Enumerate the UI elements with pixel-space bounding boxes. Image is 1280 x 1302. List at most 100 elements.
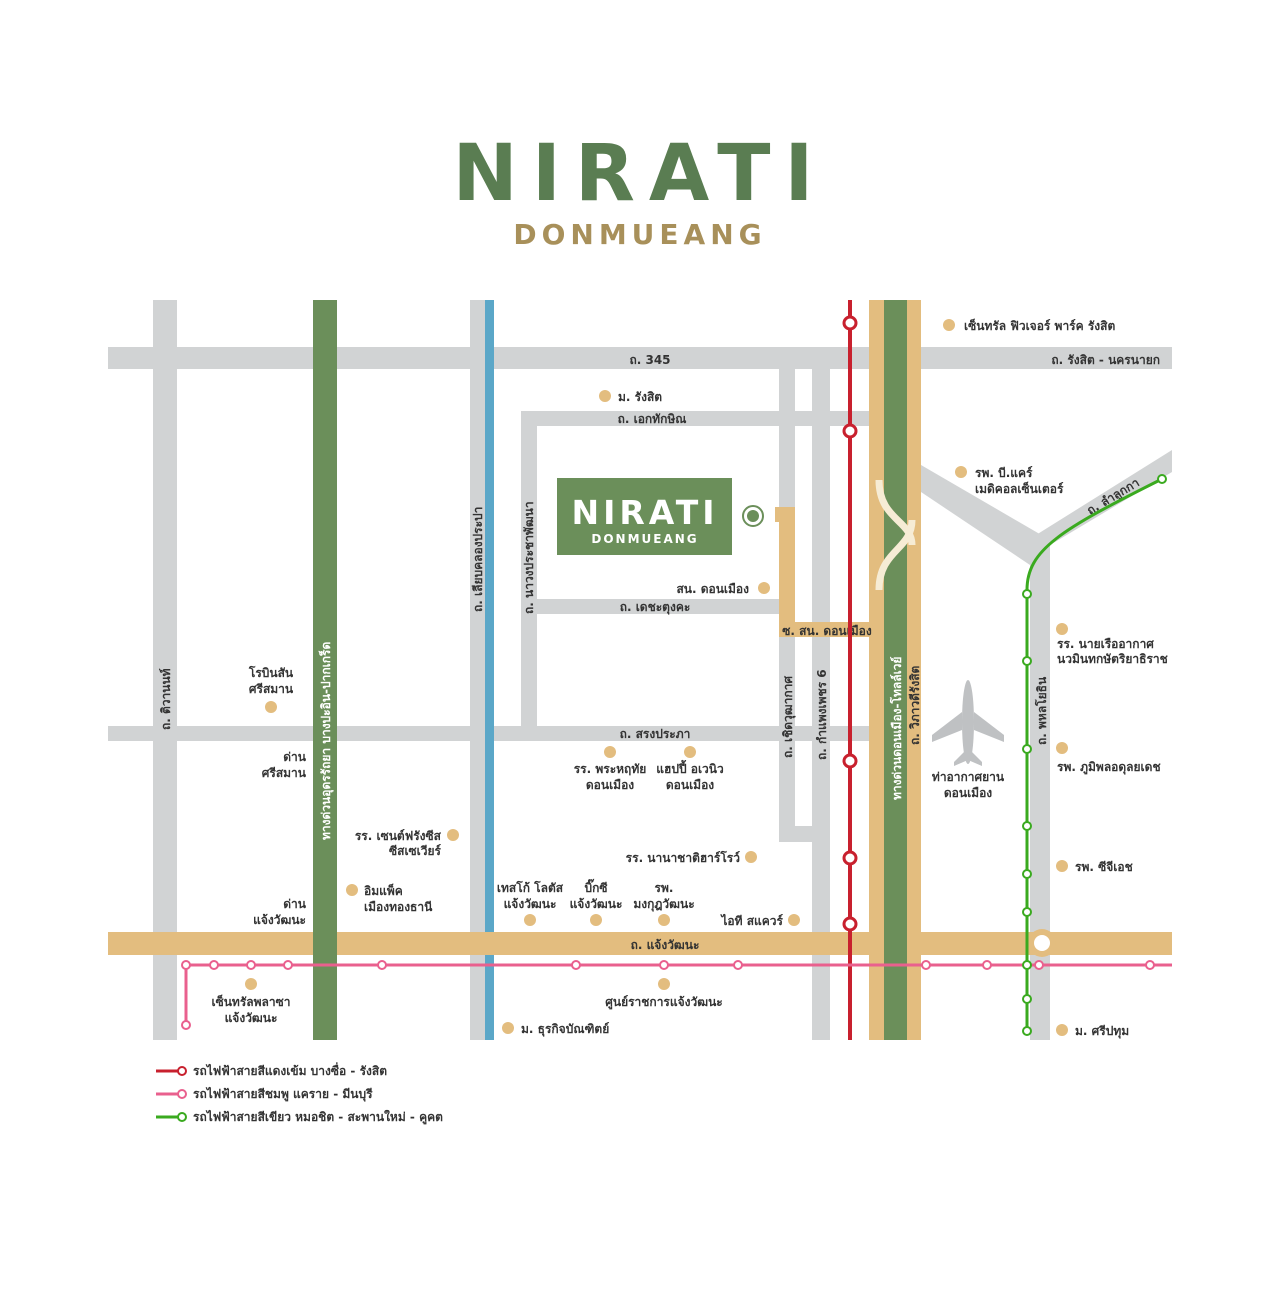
poi-bcare: รพ. บี.แคร์ [975, 466, 1033, 480]
svg-text:นวมินทกษัตริยาธิราช: นวมินทกษัตริยาธิราช [1057, 652, 1168, 666]
brand-subtitle: DONMUEANG [513, 218, 766, 251]
road-tiwanon [153, 300, 177, 1040]
poi-central-future-park: เซ็นทรัล ฟิวเจอร์ พาร์ค รังสิต [964, 318, 1115, 333]
svg-text:ศรีสมาน: ศรีสมาน [249, 682, 294, 696]
station-icon [246, 960, 256, 970]
poi-mongkut: รพ. [655, 881, 674, 895]
project-marker: NIRATI DONMUEANG [557, 478, 764, 555]
poi-bhumibol: รพ. ภูมิพลอดุลยเดช [1057, 760, 1161, 775]
station-icon [733, 960, 743, 970]
poi-dan-srisaman: ด่าน [283, 750, 307, 764]
svg-text:รถไฟฟ้าสายสีแดงเข้ม บางซื่อ -: รถไฟฟ้าสายสีแดงเข้ม บางซื่อ - รังสิต [193, 1062, 387, 1078]
station-icon [1022, 994, 1032, 1004]
svg-text:ซีสเซเวียร์: ซีสเซเวียร์ [389, 844, 442, 858]
poi-sgh: รพ. ซีจีเอช [1075, 860, 1133, 874]
legend-item-green: รถไฟฟ้าสายสีเขียว หมอชิต - สะพานใหม่ - ค… [156, 1109, 443, 1125]
label-tiwanon: ถ. ติวานนท์ [159, 668, 173, 730]
label-soi-sn: ซ. สน. ดอนเมือง [782, 624, 872, 638]
red-line [842, 300, 858, 1040]
road-diagonal-left [921, 465, 1050, 565]
label-udonrathaya: ทางด่วนอุดรรัถยา บางปะอิน-ปากเกร็ด [318, 642, 334, 840]
label-vibhavadi: ถ. วิภาวดีรังสิต [908, 665, 922, 745]
svg-text:รถไฟฟ้าสายสีชมพู แคราย - มีนบุ: รถไฟฟ้าสายสีชมพู แคราย - มีนบุรี [193, 1086, 373, 1102]
label-345: ถ. 345 [629, 353, 670, 367]
svg-text:ศรีสมาน: ศรีสมาน [262, 766, 307, 780]
station-icon [1022, 869, 1032, 879]
brand-title: NIRATI [453, 129, 828, 219]
poi-central-plaza: เซ็นทรัลพลาซา [211, 994, 290, 1009]
points-of-interest: เซ็นทรัล ฟิวเจอร์ พาร์ค รังสิต ม. รังสิต… [211, 318, 1167, 1039]
station-icon [1157, 474, 1167, 484]
canal [485, 300, 494, 1040]
station-icon [842, 916, 858, 932]
poi-sripatum: ม. ศรีปทุม [1075, 1024, 1129, 1039]
label-phahonyothin: ถ. พหลโยธิน [1034, 676, 1049, 745]
road-liap-khlong-prapa [470, 300, 485, 1040]
label-liap-khlong-prapa: ถ. เลียบคลองประปา [471, 507, 485, 612]
poi-harrow: รร. นานาชาติฮาร์โรว์ [626, 850, 741, 865]
poi-rangsit-u: ม. รังสิต [618, 390, 662, 404]
legend-item-pink: รถไฟฟ้าสายสีชมพู แคราย - มีนบุรี [156, 1086, 373, 1102]
station-icon [1022, 907, 1032, 917]
poi-st-francis: รร. เซนต์ฟรังซีส [355, 829, 442, 843]
station-icon [1145, 960, 1155, 970]
legend-item-red: รถไฟฟ้าสายสีแดงเข้ม บางซื่อ - รังสิต [156, 1062, 387, 1078]
station-icon [571, 960, 581, 970]
svg-text:ดอนเมือง: ดอนเมือง [944, 786, 992, 800]
road-nawong [521, 411, 537, 726]
svg-text:รถไฟฟ้าสายสีเขียว หมอชิต - สะพ: รถไฟฟ้าสายสีเขียว หมอชิต - สะพานใหม่ - ค… [193, 1109, 443, 1125]
poi-impact: อิมแพ็ค [364, 883, 403, 898]
svg-text:เมืองทองธานี: เมืองทองธานี [364, 900, 433, 914]
svg-text:มงกุฎวัฒนะ: มงกุฎวัฒนะ [633, 897, 694, 912]
station-icon [181, 960, 191, 970]
label-thetsatungkha: ถ. เดชะตุงคะ [620, 600, 691, 615]
green-line [1022, 474, 1167, 1036]
svg-text:เมดิคอลเซ็นเตอร์: เมดิคอลเซ็นเตอร์ [975, 481, 1064, 496]
station-icon [842, 423, 858, 439]
poi-happy-avenue: แฮปปี้ อเวนิว [656, 759, 724, 776]
station-icon [1022, 821, 1032, 831]
road-kamphaengphet6 [812, 369, 830, 1040]
expressway-udonrathaya [313, 300, 337, 1040]
label-rangsit-nakhonnayok: ถ. รังสิต - นครนายก [1051, 353, 1160, 367]
label-ekthaksin: ถ. เอกทักษิณ [618, 412, 687, 426]
station-icon [1022, 589, 1032, 599]
poi-it-square: ไอที สแควร์ [719, 913, 783, 928]
station-icon [1022, 656, 1032, 666]
road-lamlukka [1020, 450, 1172, 560]
airplane-icon [932, 680, 1004, 766]
label-choetwutthakat: ถ. เชิดวุฒากาศ [781, 676, 796, 758]
tollway [884, 300, 907, 1040]
svg-text:แจ้งวัฒนะ: แจ้งวัฒนะ [225, 1011, 278, 1025]
station-icon [377, 960, 387, 970]
poi-dpu: ม. ธุรกิจบัณฑิตย์ [521, 1022, 609, 1037]
station-icon [659, 960, 669, 970]
station-icon [982, 960, 992, 970]
poi-bigc: บิ๊กซี [584, 878, 607, 895]
label-kamphaengphet6: ถ. กำแพงเพชร 6 [815, 669, 829, 760]
poi-lotus: เทสโก้ โลตัส [497, 880, 564, 895]
station-icon [209, 960, 219, 970]
poi-phrahathai: รร. พระหฤทัย [574, 762, 647, 776]
station-icon [283, 960, 293, 970]
roads [108, 300, 1172, 1040]
svg-text:แจ้งวัฒนะ: แจ้งวัฒนะ [504, 897, 557, 911]
poi-airforce-school: รร. นายเรืออากาศ [1057, 637, 1154, 651]
svg-text:แจ้งวัฒนะ: แจ้งวัฒนะ [253, 913, 306, 927]
svg-text:ดอนเมือง: ดอนเมือง [666, 778, 714, 792]
station-icon [1034, 960, 1044, 970]
station-icon [1022, 744, 1032, 754]
poi-robinson: โรบินสัน [248, 665, 294, 680]
station-icon [842, 850, 858, 866]
svg-text:แจ้งวัฒนะ: แจ้งวัฒนะ [570, 897, 623, 911]
station-icon [1022, 1026, 1032, 1036]
project-title: NIRATI [571, 493, 718, 532]
station-icon [1022, 960, 1032, 970]
road-soi-sn [775, 507, 870, 637]
poi-govt-center: ศูนย์ราชการแจ้งวัฒนะ [605, 995, 722, 1010]
poi-airport: ท่าอากาศยาน [932, 770, 1005, 784]
poi-dan-chaeng: ด่าน [283, 897, 307, 911]
project-subtitle: DONMUEANG [591, 532, 698, 546]
station-icon [181, 1020, 191, 1030]
